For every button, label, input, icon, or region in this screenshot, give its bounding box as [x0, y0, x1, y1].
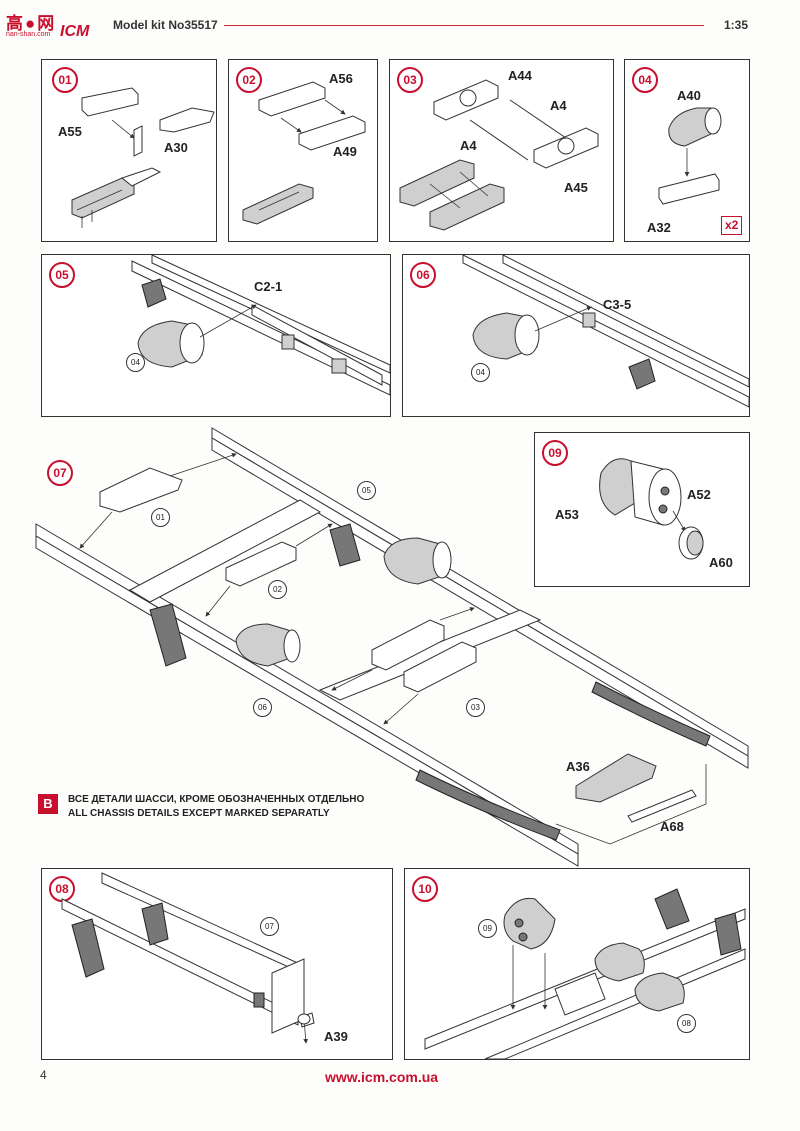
step-04-drawing [658, 107, 722, 205]
step-10-drawing [424, 888, 746, 1060]
step-07-ref-05: 05 [357, 481, 376, 500]
note-b-russian: ВСЕ ДЕТАЛИ ШАССИ, КРОМЕ ОБОЗНАЧЕННЫХ ОТД… [68, 794, 365, 805]
step-09-label-a52: A52 [687, 487, 711, 502]
step-06-ref-04: 04 [471, 363, 490, 382]
step-07-ref-06: 06 [253, 698, 272, 717]
step-10-badge: 10 [412, 876, 438, 902]
step-03-label-a45: A45 [564, 180, 588, 195]
step-05-label-c2-1: C2-1 [254, 279, 283, 294]
step-02-badge: 02 [236, 67, 262, 93]
brand-logo: 高●网 nan-shan.com ICM [2, 4, 102, 40]
step-05-ref-04: 04 [126, 353, 145, 372]
step-07-label-a36: A36 [566, 759, 590, 774]
step-09-badge: 09 [542, 440, 568, 466]
step-07-drawing [35, 427, 749, 867]
step-08-drawing [61, 872, 315, 1044]
step-07-badge: 07 [47, 460, 73, 486]
step-05-drawing [131, 254, 391, 396]
step-06-panel: 06 C3-5 04 [402, 254, 750, 417]
step-04-label-a40: A40 [677, 88, 701, 103]
step-08-ref-07: 07 [260, 917, 279, 936]
step-05-badge: 05 [49, 262, 75, 288]
step-07-label-a68: A68 [660, 819, 684, 834]
step-02-label-a56: A56 [329, 71, 353, 86]
page-number: 4 [40, 1068, 47, 1082]
header-rule [224, 25, 704, 26]
step-07-ref-03: 03 [466, 698, 485, 717]
step-02-label-a49: A49 [333, 144, 357, 159]
footer-url-link[interactable]: www.icm.com.ua [325, 1069, 439, 1085]
step-01-panel: 01 A55 A30 [41, 59, 217, 242]
note-b-text: ВСЕ ДЕТАЛИ ШАССИ, КРОМЕ ОБОЗНАЧЕННЫХ ОТД… [68, 793, 364, 821]
logo-site-text: nan-shan.com [6, 31, 51, 38]
step-03-drawing [399, 79, 599, 231]
note-b-badge: B [38, 794, 58, 814]
step-10-ref-08: 08 [677, 1014, 696, 1033]
model-kit-title: Model kit No35517 [113, 18, 218, 32]
step-01-badge: 01 [52, 67, 78, 93]
note-b-english: ALL CHASSIS DETAILS EXCEPT MARKED SEPARA… [68, 808, 330, 819]
step-06-label-c3-5: C3-5 [603, 297, 632, 312]
step-07-ref-01: 01 [151, 508, 170, 527]
step-04-badge: 04 [632, 67, 658, 93]
step-01-label-a55: A55 [58, 124, 82, 139]
step-10-panel: 10 09 08 [404, 868, 750, 1060]
step-03-panel: 03 A44 A4 A4 A45 [389, 59, 614, 242]
step-02-drawing [242, 81, 366, 225]
step-09-label-a53: A53 [555, 507, 579, 522]
step-01-label-a30: A30 [164, 140, 188, 155]
step-09-drawing [599, 458, 704, 560]
step-04-multiplier-badge: x2 [721, 216, 743, 235]
step-09-panel: 09 A52 A53 A60 [534, 432, 750, 587]
step-08-panel: 08 07 A39 [41, 868, 393, 1060]
step-02-panel: 02 A56 A49 [228, 59, 378, 242]
step-04-panel: 04 A40 A32 x2 [624, 59, 750, 242]
step-09-label-a60: A60 [709, 555, 733, 570]
step-10-ref-09: 09 [478, 919, 497, 938]
step-01-drawing [71, 87, 215, 228]
step-03-label-a4-top: A4 [550, 98, 567, 113]
step-06-badge: 06 [410, 262, 436, 288]
step-03-badge: 03 [397, 67, 423, 93]
step-07-ref-02: 02 [268, 580, 287, 599]
step-06-drawing [462, 254, 750, 408]
step-03-label-a44: A44 [508, 68, 532, 83]
logo-icm-text: ICM [60, 23, 90, 40]
step-03-label-a4-left: A4 [460, 138, 477, 153]
step-04-label-a32: A32 [647, 220, 671, 235]
logo-chinese-text: 高●网 [6, 14, 57, 33]
step-05-panel: 05 C2-1 04 [41, 254, 391, 417]
scale-label: 1:35 [724, 18, 749, 32]
step-08-label-a39: A39 [324, 1029, 348, 1044]
